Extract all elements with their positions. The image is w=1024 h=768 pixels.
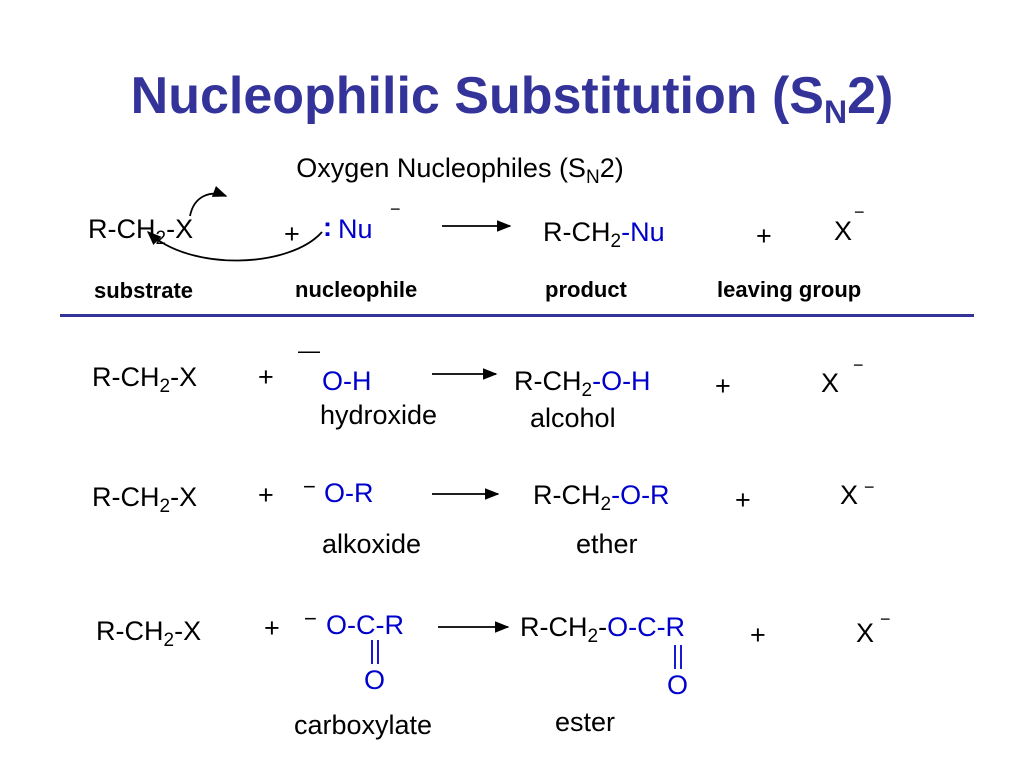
curved-arrow-nucleophile	[146, 231, 323, 262]
carboxylate-leaving-charge: −	[880, 609, 891, 629]
ether-product-or: -O-R	[611, 480, 670, 510]
subtitle: Oxygen Nucleophiles (SN2)	[0, 153, 920, 188]
carboxylate-substrate-sub: 2	[163, 630, 175, 651]
ester-name: ester	[555, 707, 616, 737]
ether-name: ether	[576, 529, 638, 559]
general-substrate: R-CH2-X	[88, 214, 194, 249]
general-leaving-charge: −	[854, 202, 865, 222]
hydroxide-name: hydroxide	[320, 400, 438, 430]
label-product: product	[545, 277, 627, 302]
hydroxide-substrate: R-CH2-X	[92, 362, 198, 397]
alcohol-product-pre: R-CH	[514, 366, 582, 396]
hydroxide-substrate-post: -X	[170, 362, 198, 392]
alkoxide-substrate-sub: 2	[159, 496, 171, 517]
general-plus-2: +	[756, 221, 772, 251]
carboxylate-substrate: R-CH2-X	[96, 616, 202, 651]
alkoxide-leaving-group: X	[840, 480, 859, 510]
product-nu: -Nu	[621, 217, 665, 247]
label-substrate: substrate	[94, 278, 194, 303]
page-title: Nucleophilic Substitution (SN2)	[0, 70, 1024, 128]
title-subscript: N	[823, 94, 848, 130]
nucleophile-lone-pair: :	[323, 212, 332, 242]
alcohol-name: alcohol	[530, 403, 616, 433]
subtitle-subscript: N	[585, 167, 600, 188]
alkoxide-substrate-pre: R-CH	[92, 482, 160, 512]
general-plus-1: +	[284, 219, 300, 249]
ester-product-hyphen: -	[598, 612, 608, 642]
alcohol-product-sub: 2	[581, 380, 593, 401]
carboxylate-substrate-post: -X	[174, 616, 202, 646]
hydroxide-plus-2: +	[715, 371, 731, 401]
title-text: Nucleophilic Substitution (S	[130, 67, 824, 125]
hydroxide-nucleophile: O-H	[322, 366, 372, 396]
product-subscript: 2	[610, 231, 622, 252]
nucleophile-nu: Nu	[338, 214, 373, 244]
nucleophile-charge: −	[390, 199, 401, 219]
ester-product: R-CH2-O-C-R	[520, 612, 686, 647]
ether-product: R-CH2-O-R	[533, 480, 670, 515]
hydroxide-substrate-pre: R-CH	[92, 362, 160, 392]
title-end: 2)	[847, 67, 894, 125]
alkoxide-plus-1: +	[258, 480, 274, 510]
carboxylate-substrate-pre: R-CH	[96, 616, 164, 646]
alkoxide-substrate: R-CH2-X	[92, 482, 198, 517]
subtitle-text: Oxygen Nucleophiles (S	[296, 153, 586, 183]
ester-carbonyl-oxygen: O	[667, 670, 689, 700]
alkoxide-leaving-charge: −	[864, 477, 875, 497]
alkoxide-plus-2: +	[735, 485, 751, 515]
label-nucleophile: nucleophile	[295, 277, 418, 302]
hydroxide-leaving-charge: −	[853, 355, 864, 375]
hydroxide-substrate-sub: 2	[159, 376, 171, 397]
ester-product-pre: R-CH	[520, 612, 588, 642]
curved-arrow-leaving	[189, 186, 228, 217]
subtitle-end: 2)	[599, 153, 624, 183]
carboxylate-carbonyl-oxygen: O	[364, 665, 386, 695]
carboxylate-plus-1: +	[264, 613, 280, 643]
hydroxide-charge: —	[298, 338, 320, 363]
divider-rule	[60, 314, 974, 317]
general-leaving-group: X	[834, 216, 853, 246]
product-pre: R-CH	[543, 217, 611, 247]
alkoxide-substrate-post: -X	[170, 482, 198, 512]
carboxylate-leaving-group: X	[856, 618, 875, 648]
substrate-pre: R-CH	[88, 214, 156, 244]
alcohol-product: R-CH2-O-H	[514, 366, 651, 401]
alcohol-product-oh: -O-H	[592, 366, 651, 396]
carboxylate-nucleophile: O-C-R	[326, 610, 404, 640]
ether-product-sub: 2	[600, 494, 612, 515]
alkoxide-name: alkoxide	[322, 529, 422, 559]
hydroxide-plus-1: +	[258, 362, 274, 392]
hydroxide-leaving-group: X	[821, 368, 840, 398]
general-product: R-CH2-Nu	[543, 217, 665, 252]
alkoxide-charge: −	[303, 474, 316, 499]
carboxylate-plus-2: +	[750, 620, 766, 650]
ester-product-sub: 2	[587, 626, 599, 647]
carboxylate-name: carboxylate	[294, 710, 433, 740]
carboxylate-charge: −	[304, 606, 317, 631]
ester-product-ocr: O-C-R	[607, 612, 686, 642]
label-leaving-group: leaving group	[717, 277, 862, 302]
alkoxide-nucleophile: O-R	[324, 478, 374, 508]
ether-product-pre: R-CH	[533, 480, 601, 510]
substrate-post: -X	[166, 214, 194, 244]
